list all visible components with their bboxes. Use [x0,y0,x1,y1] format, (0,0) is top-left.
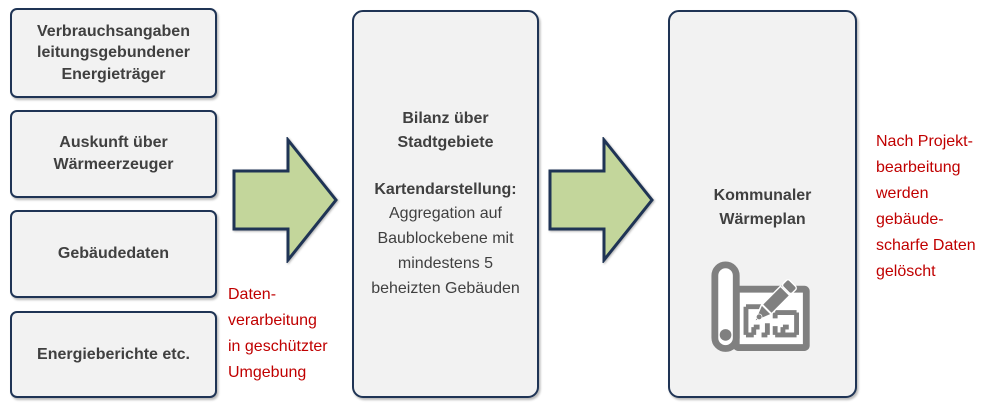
blueprint-pencil-icon [670,260,855,372]
balance-panel: Bilanz über Stadtgebiete Kartendarstellu… [352,10,539,398]
input-box-waermeerzeuger: Auskunft über Wärmeerzeuger [10,110,217,198]
input-box-energieberichte: Energieberichte etc. [10,311,217,398]
result-panel: Kommunaler Wärmeplan [668,10,857,398]
input-box-verbrauchsangaben: Verbrauchsangaben leitungsgebundener Ene… [10,8,217,98]
deletion-note: Nach Projekt- bearbeitung werden gebäude… [876,133,976,280]
input-box-label: Gebäudedaten [57,245,170,263]
flow-arrow-2-icon [548,137,654,263]
processing-note: Daten- verarbeitung in geschützter Umgeb… [228,286,328,381]
input-box-label: Verbrauchsangaben leitungsgebundener Ene… [37,22,190,83]
flow-arrow-1-icon [232,137,338,263]
input-box-label: Energieberichte etc. [37,345,190,363]
map-heading: Kartendarstellung: [374,180,517,198]
result-panel-title: Kommunaler Wärmeplan [713,187,812,228]
map-text: Aggregation auf Baublockebene mit mindes… [371,205,520,297]
balance-panel-title: Bilanz über Stadtgebiete [397,109,494,151]
input-box-label: Auskunft über Wärmeerzeuger [53,134,174,173]
input-box-gebaeudedaten: Gebäudedaten [10,210,217,298]
